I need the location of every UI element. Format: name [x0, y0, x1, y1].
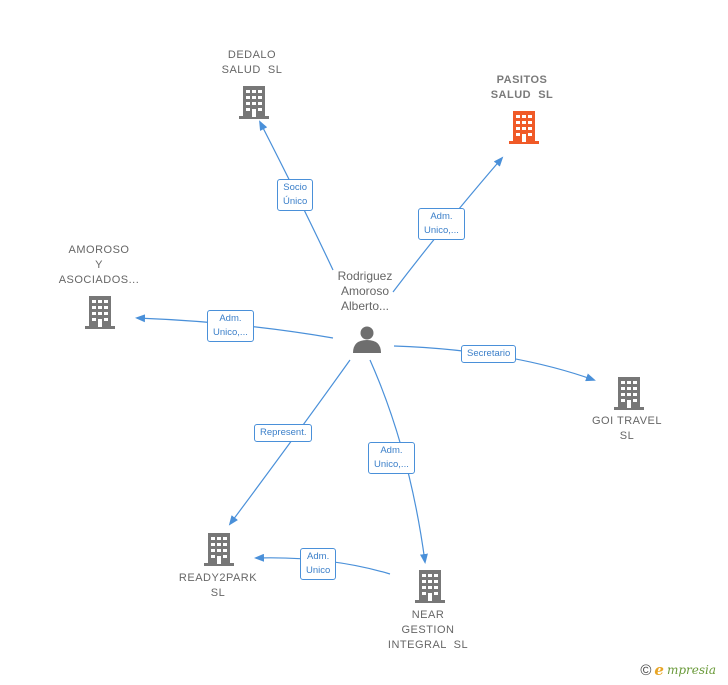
relation-label-socio-unico: Socio Único [277, 179, 314, 211]
building-icon[interactable] [614, 377, 644, 410]
relation-label-adm-unico: Adm. Unico [300, 548, 337, 580]
edge-ready2park [228, 359, 351, 526]
relation-label-adm-near: Adm. Unico,... [368, 442, 415, 474]
company-label-near[interactable]: NEAR GESTION INTEGRAL SL [387, 609, 469, 651]
company-label-ready2park[interactable]: READY2PARK SL [178, 572, 258, 599]
person-label[interactable]: Rodriguez Amoroso Alberto... [337, 269, 393, 313]
relation-label-adm-amoroso: Adm. Unico,... [207, 310, 254, 342]
building-icon[interactable] [509, 111, 539, 144]
person-icon[interactable] [353, 326, 381, 354]
building-icon[interactable] [415, 570, 445, 603]
brand-initial: e [654, 661, 664, 679]
company-label-amoroso[interactable]: AMOROSO Y ASOCIADOS... [58, 244, 140, 286]
relation-label-represent: Represent. [254, 424, 313, 442]
copyright-icon: © [640, 661, 652, 679]
company-label-pasitos[interactable]: PASITOS SALUD SL [490, 74, 554, 101]
building-icon[interactable] [204, 533, 234, 566]
company-label-dedalo[interactable]: DEDALO SALUD SL [221, 49, 283, 76]
company-label-goi[interactable]: GOI TRAVEL SL [591, 415, 662, 442]
building-icon[interactable] [239, 86, 269, 119]
relation-label-adm-pasitos: Adm. Unico,... [418, 208, 465, 240]
relation-label-secretario: Secretario [461, 345, 517, 363]
brand-name: mpresia [666, 663, 716, 677]
building-icon[interactable] [85, 296, 115, 329]
